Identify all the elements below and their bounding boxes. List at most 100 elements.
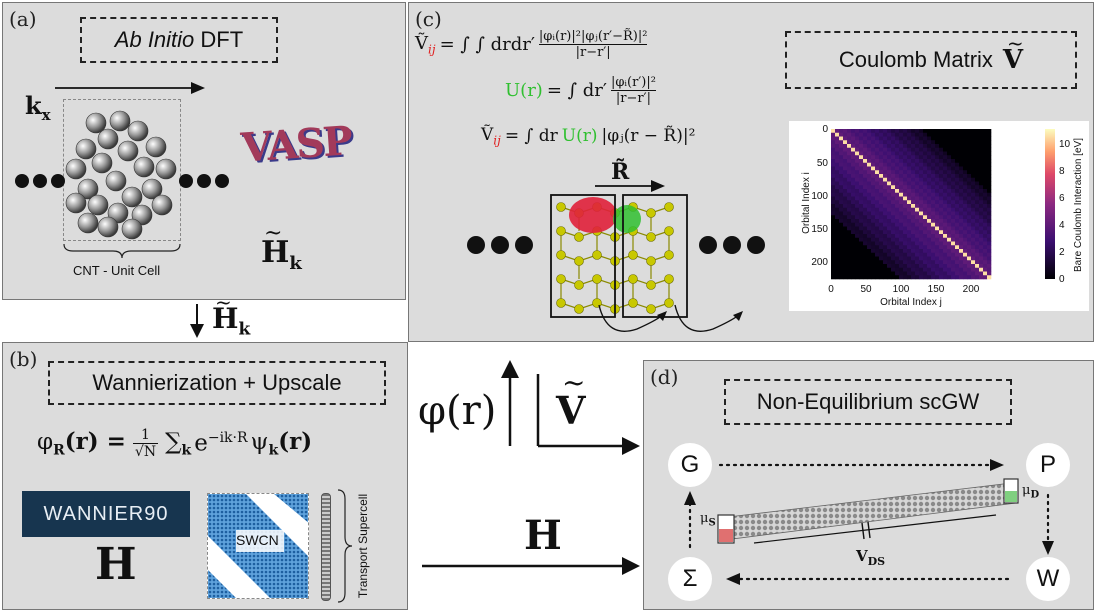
heatmap-cell: [967, 132, 972, 137]
heatmap-cell: [883, 267, 888, 272]
heatmap-cell: [971, 151, 976, 156]
heatmap-cell: [887, 185, 892, 190]
heatmap-cell: [875, 200, 880, 205]
heatmap-cell: [911, 245, 916, 250]
heatmap-cell: [867, 256, 872, 261]
heatmap-cell: [879, 249, 884, 254]
heatmap-cell: [951, 226, 956, 231]
heatmap-cell: [843, 204, 848, 209]
heatmap-cell: [975, 256, 980, 261]
heatmap-cell: [899, 237, 904, 242]
heatmap-cell: [971, 219, 976, 224]
heatmap-cell: [895, 252, 900, 257]
heatmap-cell: [947, 162, 952, 167]
heatmap-cell: [975, 267, 980, 272]
heatmap-cell: [971, 132, 976, 137]
heatmap-cell: [875, 181, 880, 186]
heatmap-cell: [887, 211, 892, 216]
heatmap-cell: [859, 155, 864, 160]
heatmap-cell: [859, 174, 864, 179]
heatmap-cell: [907, 267, 912, 272]
heatmap-cell: [895, 189, 900, 194]
heatmap-cell: [839, 230, 844, 235]
heatmap-cell: [903, 147, 908, 152]
heatmap-cell: [959, 140, 964, 145]
heatmap-cell: [867, 177, 872, 182]
heatmap-cell: [899, 234, 904, 239]
heatmap-cell: [867, 252, 872, 257]
heatmap-cell: [895, 256, 900, 261]
heatmap-cell: [919, 219, 924, 224]
heatmap-cell: [907, 189, 912, 194]
heatmap-cell: [927, 144, 932, 149]
heatmap-cell: [831, 264, 836, 269]
heatmap-cell: [911, 264, 916, 269]
heatmap-cell: [871, 267, 876, 272]
heatmap-cell: [867, 219, 872, 224]
chain-dots-right: [699, 236, 765, 254]
heatmap-cell: [967, 170, 972, 175]
heatmap-cell: [891, 159, 896, 164]
supercell-brace: [337, 489, 353, 603]
heatmap-cell: [935, 170, 940, 175]
heatmap-cell: [851, 136, 856, 141]
heatmap-cell: [931, 129, 936, 134]
heatmap-cell: [855, 136, 860, 141]
heatmap-cell: [947, 241, 952, 246]
heatmap-cell: [863, 174, 868, 179]
heatmap-cell: [899, 132, 904, 137]
heatmap-cell: [959, 271, 964, 276]
heatmap-cell: [971, 181, 976, 186]
heatmap-cell: [947, 249, 952, 254]
heatmap-cell: [975, 166, 980, 171]
heatmap-cell: [903, 271, 908, 276]
heatmap-cell: [979, 155, 984, 160]
heatmap-cell: [971, 264, 976, 269]
heatmap-cell: [983, 252, 988, 257]
heatmap-cell: [931, 215, 936, 220]
wannier90-logo: WANNIER90: [22, 491, 190, 537]
heatmap-cell: [967, 237, 972, 242]
heatmap-cell: [871, 192, 876, 197]
heatmap-cell: [843, 271, 848, 276]
heatmap-cell: [871, 162, 876, 167]
heatmap-cell: [879, 237, 884, 242]
heatmap-cell: [943, 162, 948, 167]
heatmap-cell: [931, 166, 936, 171]
heatmap-cell: [987, 256, 992, 261]
heatmap-cell: [883, 151, 888, 156]
heatmap-cell: [867, 275, 872, 280]
heatmap-cell: [963, 230, 968, 235]
heatmap-cell: [911, 185, 916, 190]
heatmap-cell: [883, 177, 888, 182]
heatmap-cell: [915, 129, 920, 134]
heatmap-cell: [903, 241, 908, 246]
heatmap-cell: [903, 222, 908, 227]
heatmap-cell: [915, 132, 920, 137]
heatmap-cell: [879, 189, 884, 194]
heatmap-cell: [903, 144, 908, 149]
heatmap-cell: [871, 234, 876, 239]
heatmap-cell: [887, 249, 892, 254]
heatmap-cell: [963, 181, 968, 186]
heatmap-cell: [963, 234, 968, 239]
heatmap-cell: [875, 207, 880, 212]
heatmap-cell: [863, 256, 868, 261]
heatmap-cell: [955, 166, 960, 171]
heatmap-cell: [963, 237, 968, 242]
heatmap-cell: [867, 159, 872, 164]
heatmap-cell: [935, 174, 940, 179]
heatmap-cell: [883, 215, 888, 220]
heatmap-cell: [927, 177, 932, 182]
heatmap-cell: [983, 275, 988, 280]
heatmap-cell: [931, 132, 936, 137]
heatmap-cell: [879, 204, 884, 209]
heatmap-cell: [971, 177, 976, 182]
heatmap-cell: [967, 215, 972, 220]
heatmap-cell: [847, 196, 852, 201]
heatmap-cell: [915, 155, 920, 160]
heatmap-ylabel: Orbital Index i: [801, 172, 812, 234]
heatmap-cell: [951, 260, 956, 265]
heatmap-cell: [943, 181, 948, 186]
heatmap-cell: [899, 252, 904, 257]
